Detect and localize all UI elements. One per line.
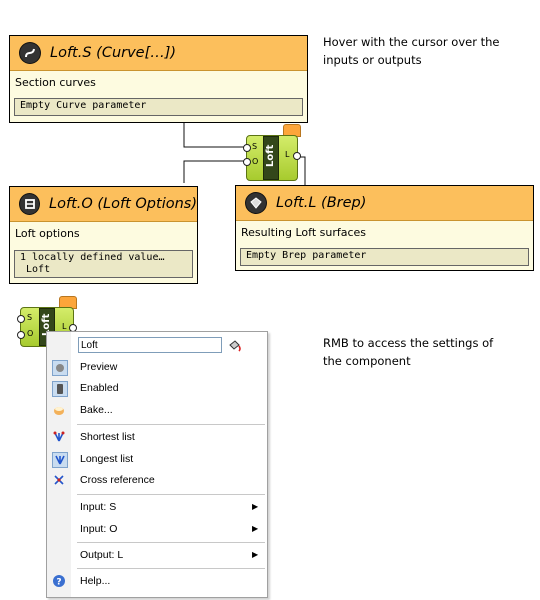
tooltip-title: Loft.O (Loft Options)	[49, 196, 197, 212]
shortest-list-icon	[53, 431, 65, 442]
input-s-grip[interactable]	[243, 144, 251, 152]
output-l-grip[interactable]	[293, 152, 301, 160]
rmb-note: RMB to access the settings of the compon…	[323, 336, 494, 368]
component-name-field[interactable]: Loft	[78, 337, 222, 353]
input-o-grip[interactable]	[17, 331, 25, 339]
tooltip-loft-o: Loft.O (Loft Options) Loft options 1 loc…	[9, 186, 198, 284]
longest-list-icon	[52, 452, 68, 468]
input-o-port[interactable]: O	[252, 157, 259, 166]
help-icon: ?	[53, 575, 65, 588]
submenu-arrow-icon: ▶	[252, 550, 259, 559]
tooltip-header: Loft.L (Brep)	[236, 186, 533, 221]
cross-reference-icon	[54, 475, 64, 485]
submenu-arrow-icon: ▶	[252, 502, 259, 511]
menu-item-preview[interactable]: Preview	[47, 358, 267, 378]
input-s-grip[interactable]	[17, 315, 25, 323]
output-l-port[interactable]: L	[62, 322, 67, 331]
menu-item-input-o[interactable]: Input: O ▶	[80, 523, 259, 535]
menu-item-shortest-list[interactable]: Shortest list	[47, 428, 267, 448]
tooltip-header: Loft.O (Loft Options)	[10, 187, 197, 222]
loft-options-icon	[20, 194, 40, 214]
loft-component[interactable]: Loft S O L	[243, 124, 303, 182]
brep-parameter-icon	[246, 193, 266, 213]
bake-icon	[54, 407, 64, 415]
svg-text:?: ?	[56, 578, 61, 588]
output-l-port[interactable]: L	[285, 150, 290, 159]
menu-item-cross-reference[interactable]: Cross reference	[47, 471, 267, 491]
submenu-arrow-icon: ▶	[252, 524, 259, 533]
tooltip-description: Resulting Loft surfaces	[236, 221, 533, 245]
input-o-grip[interactable]	[243, 158, 251, 166]
component-context-menu: Loft Preview Enabled Bake... Shortest li…	[46, 331, 268, 598]
tooltip-loft-s: Loft.S (Curve[…]) Section curves Empty C…	[9, 35, 308, 123]
input-s-port[interactable]: S	[27, 313, 33, 322]
tooltip-value: Empty Curve parameter	[14, 98, 303, 116]
tooltip-loft-l: Loft.L (Brep) Resulting Loft surfaces Em…	[235, 185, 534, 271]
paint-bucket-icon[interactable]	[228, 339, 242, 353]
menu-item-enabled[interactable]: Enabled	[47, 379, 267, 399]
menu-item-help[interactable]: ? Help...	[47, 572, 267, 592]
preview-icon	[52, 360, 68, 376]
component-label: Loft	[265, 144, 276, 167]
curve-parameter-icon	[20, 43, 40, 63]
input-s-port[interactable]: S	[252, 142, 258, 151]
tooltip-value: Empty Brep parameter	[240, 248, 529, 266]
menu-item-bake[interactable]: Bake...	[47, 401, 267, 421]
enabled-icon	[52, 381, 68, 397]
menu-item-longest-list[interactable]: Longest list	[47, 450, 267, 470]
input-o-port[interactable]: O	[27, 329, 34, 338]
tooltip-title: Loft.S (Curve[…])	[50, 45, 177, 61]
menu-item-output-l[interactable]: Output: L ▶	[80, 549, 259, 561]
tooltip-header: Loft.S (Curve[…])	[10, 36, 307, 71]
tooltip-description: Section curves	[10, 71, 307, 95]
hover-note: Hover with the cursor over the inputs or…	[323, 35, 500, 67]
tooltip-title: Loft.L (Brep)	[276, 195, 367, 211]
menu-item-input-s[interactable]: Input: S ▶	[80, 501, 259, 513]
tooltip-description: Loft options	[10, 222, 197, 246]
tooltip-value: 1 locally defined value… Loft	[14, 250, 193, 278]
